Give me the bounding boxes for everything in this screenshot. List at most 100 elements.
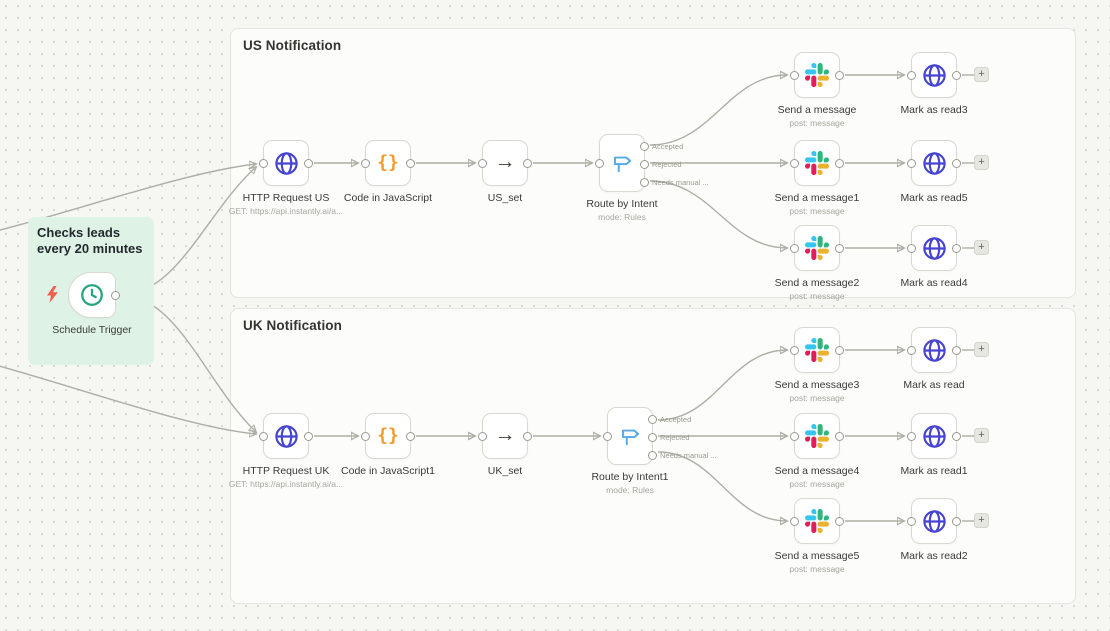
node-label: HTTP Request UK xyxy=(242,465,330,477)
input-port[interactable] xyxy=(259,431,268,441)
node-send-a-message1[interactable]: Send a message1 post: message xyxy=(775,140,859,216)
input-port[interactable] xyxy=(259,158,268,168)
input-port[interactable] xyxy=(478,158,487,168)
output-port[interactable] xyxy=(304,431,313,441)
output-port[interactable] xyxy=(304,158,313,168)
input-port[interactable] xyxy=(595,158,604,168)
output-port[interactable] xyxy=(952,345,961,355)
input-port[interactable] xyxy=(361,158,370,168)
node-mark-as-read1[interactable]: Mark as read1 xyxy=(900,413,968,477)
set-arrow-icon: → xyxy=(494,423,516,446)
output-port[interactable] xyxy=(835,70,844,80)
output-port[interactable] xyxy=(952,431,961,441)
output-port-needs-manual[interactable] xyxy=(648,451,657,460)
input-port[interactable] xyxy=(603,431,612,441)
output-port[interactable] xyxy=(523,431,532,441)
node-send-a-message4[interactable]: Send a message4 post: message xyxy=(775,413,859,489)
input-port[interactable] xyxy=(907,243,916,253)
input-port[interactable] xyxy=(907,158,916,168)
slack-icon xyxy=(805,338,829,362)
node-send-a-message[interactable]: Send a message post: message xyxy=(778,52,856,128)
output-label: Rejected xyxy=(652,160,682,169)
connection-edge[interactable] xyxy=(649,180,787,248)
add-node-button[interactable]: + xyxy=(974,428,989,443)
node-mark-as-read2[interactable]: Mark as read2 xyxy=(900,498,968,562)
node-route-by-intent[interactable]: Accepted Rejected Needs manual ... Route… xyxy=(586,134,709,222)
output-port-rejected[interactable] xyxy=(640,160,649,169)
slack-icon xyxy=(805,63,829,87)
node-mark-as-read4[interactable]: Mark as read4 xyxy=(900,225,968,289)
sticky-note-text: Checks leads every 20 minutes xyxy=(37,225,143,257)
output-port[interactable] xyxy=(835,345,844,355)
node-label: Send a message3 xyxy=(774,379,860,391)
output-port[interactable] xyxy=(952,516,961,526)
input-port[interactable] xyxy=(790,70,799,80)
node-label: Mark as read5 xyxy=(900,192,968,204)
input-port[interactable] xyxy=(790,243,799,253)
input-port[interactable] xyxy=(907,345,916,355)
node-code-in-javascript[interactable]: {} Code in JavaScript xyxy=(344,140,432,204)
node-label: Send a message4 xyxy=(774,465,860,477)
output-port[interactable] xyxy=(835,243,844,253)
node-sublabel: post: message xyxy=(789,291,845,301)
node-mark-as-read3[interactable]: Mark as read3 xyxy=(900,52,968,116)
connection-edge[interactable] xyxy=(657,451,787,521)
node-mark-as-read5[interactable]: Mark as read5 xyxy=(900,140,968,204)
output-port[interactable] xyxy=(111,290,120,300)
node-send-a-message2[interactable]: Send a message2 post: message xyxy=(775,225,859,301)
node-send-a-message5[interactable]: Send a message5 post: message xyxy=(775,498,859,574)
node-send-a-message3[interactable]: Send a message3 post: message xyxy=(775,327,859,403)
connection-edge[interactable] xyxy=(0,164,256,232)
add-node-button[interactable]: + xyxy=(974,342,989,357)
input-port[interactable] xyxy=(907,70,916,80)
node-route-by-intent1[interactable]: Accepted Rejected Needs manual ... Route… xyxy=(591,407,717,495)
node-http-request-uk[interactable]: HTTP Request UK GET: https://api.instant… xyxy=(229,413,343,489)
node-label: Mark as read1 xyxy=(900,465,968,477)
node-mark-as-read[interactable]: Mark as read xyxy=(903,327,965,391)
node-uk-set[interactable]: → UK_set xyxy=(478,413,532,477)
node-schedule-trigger[interactable]: Schedule Trigger xyxy=(52,272,132,336)
node-sublabel: post: message xyxy=(789,479,845,489)
sticky-note[interactable]: Checks leads every 20 minutes xyxy=(28,217,154,365)
connection-edge[interactable] xyxy=(0,364,256,434)
code-braces-icon: {} xyxy=(377,152,399,173)
connection-edge[interactable] xyxy=(657,350,787,421)
output-port[interactable] xyxy=(952,243,961,253)
input-port[interactable] xyxy=(478,431,487,441)
globe-icon xyxy=(921,235,948,262)
input-port[interactable] xyxy=(907,431,916,441)
output-port-rejected[interactable] xyxy=(648,433,657,442)
output-port[interactable] xyxy=(952,158,961,168)
output-port[interactable] xyxy=(835,158,844,168)
node-label: Send a message5 xyxy=(774,550,860,562)
node-us-set[interactable]: → US_set xyxy=(478,140,532,204)
add-node-button[interactable]: + xyxy=(974,155,989,170)
input-port[interactable] xyxy=(790,345,799,355)
input-port[interactable] xyxy=(790,431,799,441)
node-code-in-javascript1[interactable]: {} Code in JavaScript1 xyxy=(341,413,435,477)
node-label: UK_set xyxy=(487,465,523,477)
connection-edge[interactable] xyxy=(649,75,787,146)
add-node-button[interactable]: + xyxy=(974,513,989,528)
node-label: Schedule Trigger xyxy=(52,324,132,336)
output-port[interactable] xyxy=(835,431,844,441)
output-port[interactable] xyxy=(523,158,532,168)
input-port[interactable] xyxy=(361,431,370,441)
output-label: Accepted xyxy=(652,142,684,151)
input-port[interactable] xyxy=(907,516,916,526)
output-port-accepted[interactable] xyxy=(648,415,657,424)
add-node-button[interactable]: + xyxy=(974,240,989,255)
signpost-icon xyxy=(609,150,635,176)
output-port[interactable] xyxy=(835,516,844,526)
output-port[interactable] xyxy=(406,158,415,168)
input-port[interactable] xyxy=(790,516,799,526)
output-port-accepted[interactable] xyxy=(640,142,649,151)
output-port-needs-manual[interactable] xyxy=(640,178,649,187)
add-node-button[interactable]: + xyxy=(974,67,989,82)
output-port[interactable] xyxy=(406,431,415,441)
input-port[interactable] xyxy=(790,158,799,168)
node-http-request-us[interactable]: HTTP Request US GET: https://api.instant… xyxy=(229,140,343,216)
output-port[interactable] xyxy=(952,70,961,80)
